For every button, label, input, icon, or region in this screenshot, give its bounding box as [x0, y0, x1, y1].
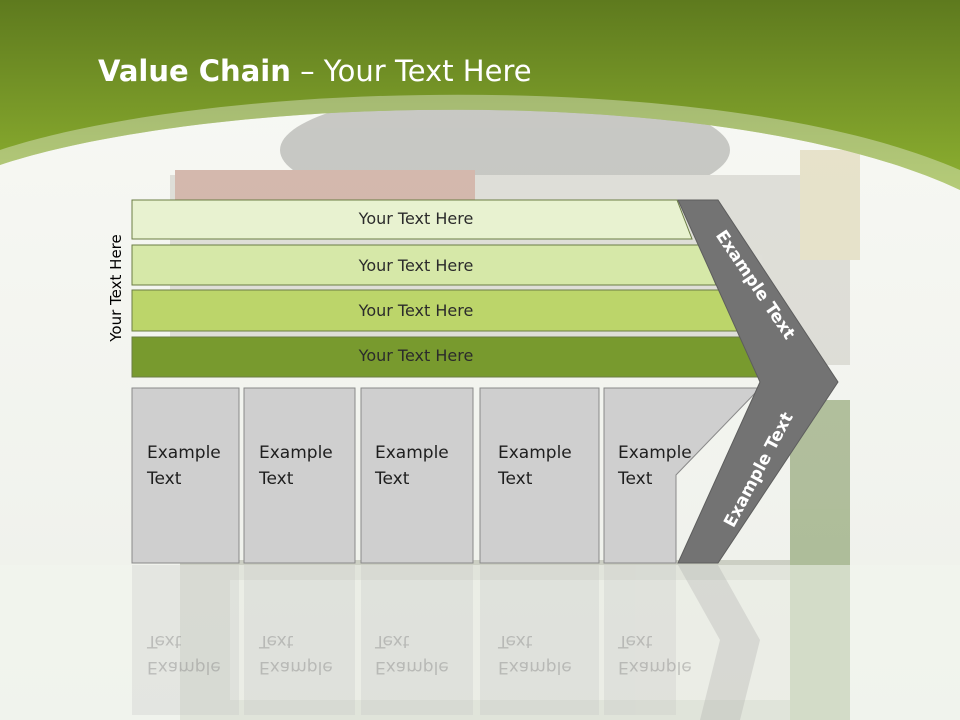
- bar-label-1: Your Text Here: [358, 209, 474, 228]
- slide-title: Value Chain – Your Text Here: [98, 54, 532, 88]
- box-5-line1: Example: [618, 443, 692, 463]
- activity-box-reflection-3: [361, 565, 473, 715]
- value-bar-1: [131, 199, 693, 240]
- activity-box-4: [479, 387, 600, 564]
- header-band: [0, 0, 960, 190]
- boxes-reflection: [132, 565, 676, 715]
- title-bold: Value Chain: [98, 54, 291, 88]
- activity-box-reflection-2: [244, 565, 355, 715]
- box-3-line1: Example: [375, 443, 449, 463]
- box-2-line1: Example: [259, 443, 333, 463]
- box-4-line2: Text: [498, 469, 533, 489]
- box-1-line2: Text: [147, 469, 182, 489]
- activity-box-reflection-4: [480, 565, 599, 715]
- activity-box-reflection-5: [604, 565, 676, 715]
- activity-box-2: [243, 387, 356, 564]
- activity-box-1: [131, 387, 240, 564]
- side-label: Your Text Here: [107, 234, 125, 342]
- box-4-line1: Example: [498, 443, 572, 463]
- box-2-line2: Text: [259, 469, 294, 489]
- bars-layer: [131, 199, 764, 378]
- boxes-layer: [131, 387, 762, 564]
- bar-label-4: Your Text Here: [358, 346, 474, 365]
- box-3-line2: Text: [375, 469, 410, 489]
- activity-box-3: [360, 387, 474, 564]
- box-5-line2: Text: [618, 469, 653, 489]
- title-rest: – Your Text Here: [290, 54, 532, 88]
- activity-box-reflection-1: [132, 565, 239, 715]
- activity-box-5: [603, 387, 762, 564]
- bar-label-3: Your Text Here: [358, 301, 474, 320]
- chevron-arrow-reflection: [678, 565, 760, 720]
- chevron-arrow: [677, 199, 839, 564]
- box-1-line1: Example: [147, 443, 221, 463]
- bar-label-2: Your Text Here: [358, 256, 474, 275]
